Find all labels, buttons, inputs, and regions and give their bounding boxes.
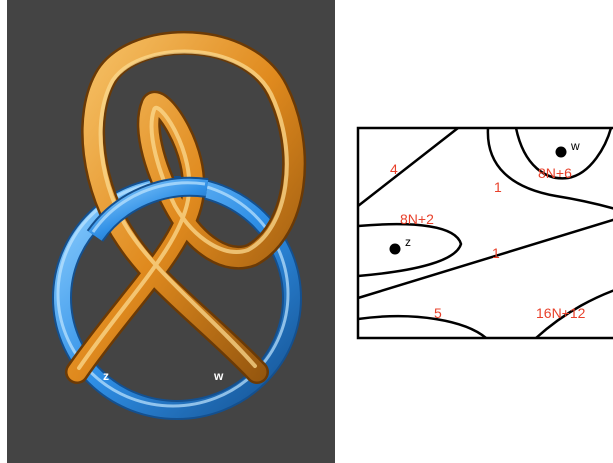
region-label-top-left: 4 (390, 161, 398, 177)
region-diagram: z w 4 1 8N+6 8N+2 1 5 16N+12 (356, 126, 613, 342)
point-w-dot (556, 147, 567, 158)
point-w-label: w (570, 139, 580, 153)
region-label-left-middle: 8N+2 (400, 211, 434, 227)
lower-left-curve (358, 316, 486, 338)
long-diagonal (358, 216, 613, 298)
top-left-diagonal (358, 128, 458, 206)
region-label-bottom-left: 5 (434, 305, 442, 321)
region-label-upper-right: 8N+6 (538, 165, 572, 181)
z-loop-curve (358, 224, 461, 276)
knot-endpoint-label-w: w (213, 369, 224, 383)
knot-endpoint-label-z: z (103, 369, 109, 383)
region-label-center: 1 (492, 245, 500, 261)
knot-render-panel: z w (7, 0, 335, 463)
knot-render: z w (7, 0, 335, 463)
region-label-bottom-right: 16N+12 (536, 305, 586, 321)
region-label-upper-middle: 1 (494, 179, 502, 195)
point-z-label: z (405, 235, 411, 249)
point-z-dot (390, 244, 401, 255)
